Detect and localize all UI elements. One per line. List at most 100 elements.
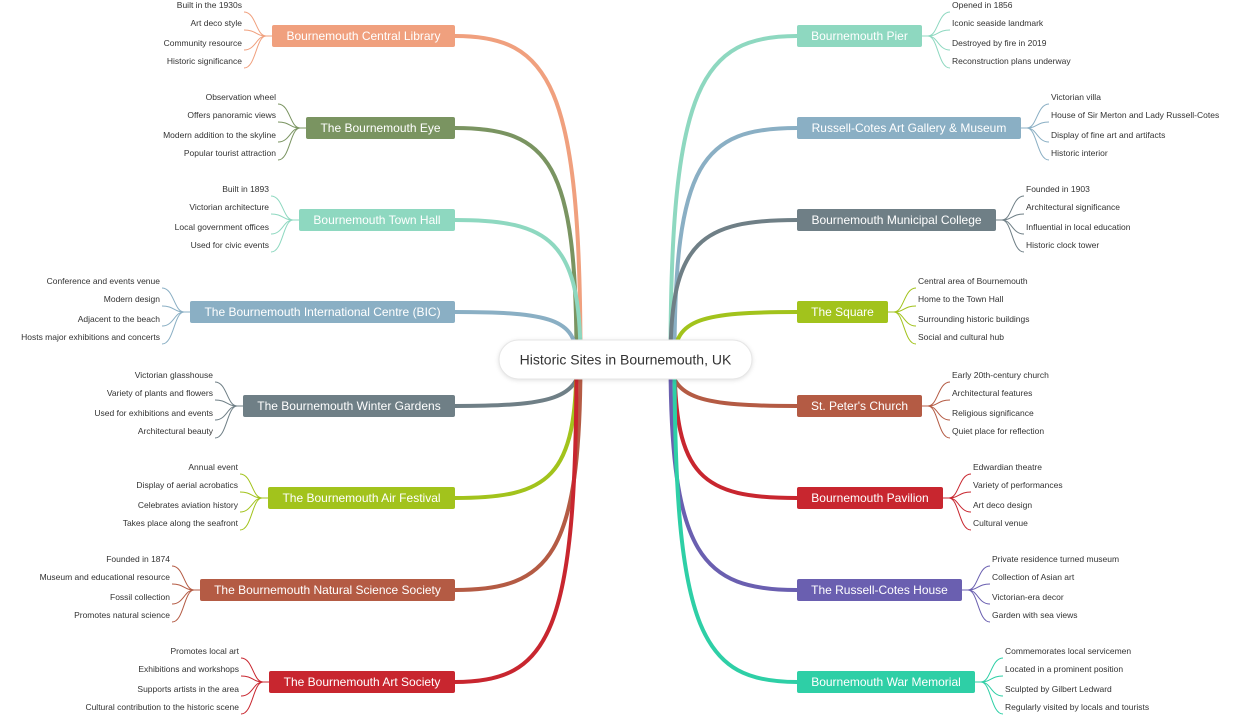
leaf-item[interactable]: Fossil collection xyxy=(110,592,170,602)
leaf-item[interactable]: Home to the Town Hall xyxy=(918,294,1003,304)
leaf-item[interactable]: Local government offices xyxy=(175,222,269,232)
leaf-item[interactable]: Built in 1893 xyxy=(222,184,269,194)
leaf-item[interactable]: Destroyed by fire in 2019 xyxy=(952,38,1047,48)
branch-node-the-bournemouth-natural-science-society[interactable]: The Bournemouth Natural Science Society xyxy=(200,579,455,601)
leaf-item[interactable]: Variety of performances xyxy=(973,480,1063,490)
leaf-item[interactable]: Conference and events venue xyxy=(47,276,161,286)
leaf-item[interactable]: Victorian-era decor xyxy=(992,592,1064,602)
branch-node-bournemouth-pavilion[interactable]: Bournemouth Pavilion xyxy=(797,487,943,509)
leaf-connector xyxy=(171,589,195,605)
leaf-item[interactable]: Modern design xyxy=(104,294,161,304)
leaf-item[interactable]: Iconic seaside landmark xyxy=(952,18,1044,28)
branch-node-the-bournemouth-air-festival[interactable]: The Bournemouth Air Festival xyxy=(268,487,455,509)
leaf-item[interactable]: Museum and educational resource xyxy=(40,572,171,582)
leaf-item[interactable]: Community resource xyxy=(164,38,243,48)
leaf-item[interactable]: Historic clock tower xyxy=(1026,240,1099,250)
branch-node-st-peter-s-church[interactable]: St. Peter's Church xyxy=(797,395,922,417)
leaf-item[interactable]: Victorian villa xyxy=(1051,92,1101,102)
branch-node-the-square[interactable]: The Square xyxy=(797,301,888,323)
leaf-item[interactable]: Founded in 1903 xyxy=(1026,184,1090,194)
leaf-item[interactable]: Commemorates local servicemen xyxy=(1005,646,1131,656)
leaf-item[interactable]: Architectural beauty xyxy=(138,426,214,436)
leaf-item[interactable]: Social and cultural hub xyxy=(918,332,1004,342)
branch-node-russell-cotes-art-gallery-museum[interactable]: Russell-Cotes Art Gallery & Museum xyxy=(797,117,1021,139)
branch-box-russell-cotes-art-gallery-museum[interactable] xyxy=(797,117,1021,139)
leaf-item[interactable]: Victorian architecture xyxy=(189,202,269,212)
leaf-item[interactable]: Historic interior xyxy=(1051,148,1108,158)
branch-box-the-bournemouth-winter-gardens[interactable] xyxy=(243,395,455,417)
leaf-item[interactable]: Located in a prominent position xyxy=(1005,664,1123,674)
leaf-item[interactable]: Exhibitions and workshops xyxy=(138,664,239,674)
branch-node-bournemouth-central-library[interactable]: Bournemouth Central Library xyxy=(272,25,455,47)
branch-box-bournemouth-town-hall[interactable] xyxy=(299,209,455,231)
root-node-box[interactable] xyxy=(498,339,753,380)
leaf-item[interactable]: Quiet place for reflection xyxy=(952,426,1044,436)
branch-box-the-square[interactable] xyxy=(797,301,888,323)
leaf-item[interactable]: Promotes local art xyxy=(171,646,240,656)
leaf-item[interactable]: Sculpted by Gilbert Ledward xyxy=(1005,684,1112,694)
branch-box-the-bournemouth-eye[interactable] xyxy=(306,117,455,139)
leaf-item[interactable]: Architectural significance xyxy=(1026,202,1120,212)
leaf-item[interactable]: Reconstruction plans underway xyxy=(952,56,1071,66)
leaf-item[interactable]: Observation wheel xyxy=(206,92,277,102)
leaf-item[interactable]: Victorian glasshouse xyxy=(135,370,214,380)
branch-node-the-bournemouth-eye[interactable]: The Bournemouth Eye xyxy=(306,117,455,139)
leaf-item[interactable]: Celebrates aviation history xyxy=(138,500,239,510)
branch-box-the-bournemouth-air-festival[interactable] xyxy=(268,487,455,509)
branch-node-bournemouth-town-hall[interactable]: Bournemouth Town Hall xyxy=(299,209,455,231)
branch-box-the-bournemouth-natural-science-society[interactable] xyxy=(200,579,455,601)
branch-box-bournemouth-municipal-college[interactable] xyxy=(797,209,996,231)
leaf-item[interactable]: Private residence turned museum xyxy=(992,554,1119,564)
root-node[interactable]: Historic Sites in Bournemouth, UK xyxy=(498,339,753,380)
leaf-item[interactable]: Modern addition to the skyline xyxy=(163,130,276,140)
branch-node-the-bournemouth-international-centre-bic[interactable]: The Bournemouth International Centre (BI… xyxy=(190,301,455,323)
leaf-item[interactable]: Built in the 1930s xyxy=(177,0,242,10)
branch-box-the-bournemouth-international-centre-bic[interactable] xyxy=(190,301,455,323)
branch-box-the-russell-cotes-house[interactable] xyxy=(797,579,962,601)
leaf-item[interactable]: Popular tourist attraction xyxy=(184,148,276,158)
leaf-item[interactable]: Opened in 1856 xyxy=(952,0,1013,10)
leaf-item[interactable]: Adjacent to the beach xyxy=(78,314,161,324)
branch-node-the-russell-cotes-house[interactable]: The Russell-Cotes House xyxy=(797,579,962,601)
leaf-item[interactable]: Early 20th-century church xyxy=(952,370,1049,380)
leaf-item[interactable]: Central area of Bournemouth xyxy=(918,276,1028,286)
leaf-item[interactable]: Garden with sea views xyxy=(992,610,1078,620)
leaf-item[interactable]: Historic significance xyxy=(167,56,242,66)
leaf-item[interactable]: Art deco design xyxy=(973,500,1032,510)
leaf-item[interactable]: House of Sir Merton and Lady Russell-Cot… xyxy=(1051,110,1219,120)
branch-node-the-bournemouth-winter-gardens[interactable]: The Bournemouth Winter Gardens xyxy=(243,395,455,417)
leaf-item[interactable]: Cultural contribution to the historic sc… xyxy=(85,702,239,712)
leaf-item[interactable]: Used for exhibitions and events xyxy=(94,408,213,418)
leaf-item[interactable]: Surrounding historic buildings xyxy=(918,314,1030,324)
leaf-item[interactable]: Cultural venue xyxy=(973,518,1028,528)
leaf-item[interactable]: Promotes natural science xyxy=(74,610,170,620)
branch-box-the-bournemouth-art-society[interactable] xyxy=(269,671,455,693)
leaf-item[interactable]: Art deco style xyxy=(191,18,243,28)
leaf-item[interactable]: Annual event xyxy=(188,462,238,472)
branch-node-bournemouth-municipal-college[interactable]: Bournemouth Municipal College xyxy=(797,209,996,231)
leaf-item[interactable]: Founded in 1874 xyxy=(106,554,170,564)
leaf-item[interactable]: Variety of plants and flowers xyxy=(107,388,213,398)
branch-box-bournemouth-war-memorial[interactable] xyxy=(797,671,975,693)
leaf-item[interactable]: Regularly visited by locals and tourists xyxy=(1005,702,1149,712)
leaf-item[interactable]: Display of aerial acrobatics xyxy=(136,480,238,490)
leaf-item[interactable]: Religious significance xyxy=(952,408,1034,418)
leaf-item[interactable]: Architectural features xyxy=(952,388,1032,398)
leaf-item[interactable]: Hosts major exhibitions and concerts xyxy=(21,332,160,342)
branch-box-st-peter-s-church[interactable] xyxy=(797,395,922,417)
branch-box-bournemouth-central-library[interactable] xyxy=(272,25,455,47)
branch-node-bournemouth-war-memorial[interactable]: Bournemouth War Memorial xyxy=(797,671,975,693)
branch-box-bournemouth-pier[interactable] xyxy=(797,25,922,47)
leaf-item[interactable]: Offers panoramic views xyxy=(187,110,276,120)
leaf-item[interactable]: Supports artists in the area xyxy=(137,684,239,694)
leaf-item[interactable]: Used for civic events xyxy=(191,240,269,250)
branch-node-the-bournemouth-art-society[interactable]: The Bournemouth Art Society xyxy=(269,671,455,693)
leaf-item[interactable]: Edwardian theatre xyxy=(973,462,1042,472)
branch-node-bournemouth-pier[interactable]: Bournemouth Pier xyxy=(797,25,922,47)
leaf-item[interactable]: Display of fine art and artifacts xyxy=(1051,130,1165,140)
leaf-item[interactable]: Collection of Asian art xyxy=(992,572,1075,582)
leaf-item[interactable]: Takes place along the seafront xyxy=(123,518,239,528)
leaf-item[interactable]: Influential in local education xyxy=(1026,222,1131,232)
root-title: Historic Sites in Bournemouth, UK xyxy=(520,352,732,368)
branch-box-bournemouth-pavilion[interactable] xyxy=(797,487,943,509)
